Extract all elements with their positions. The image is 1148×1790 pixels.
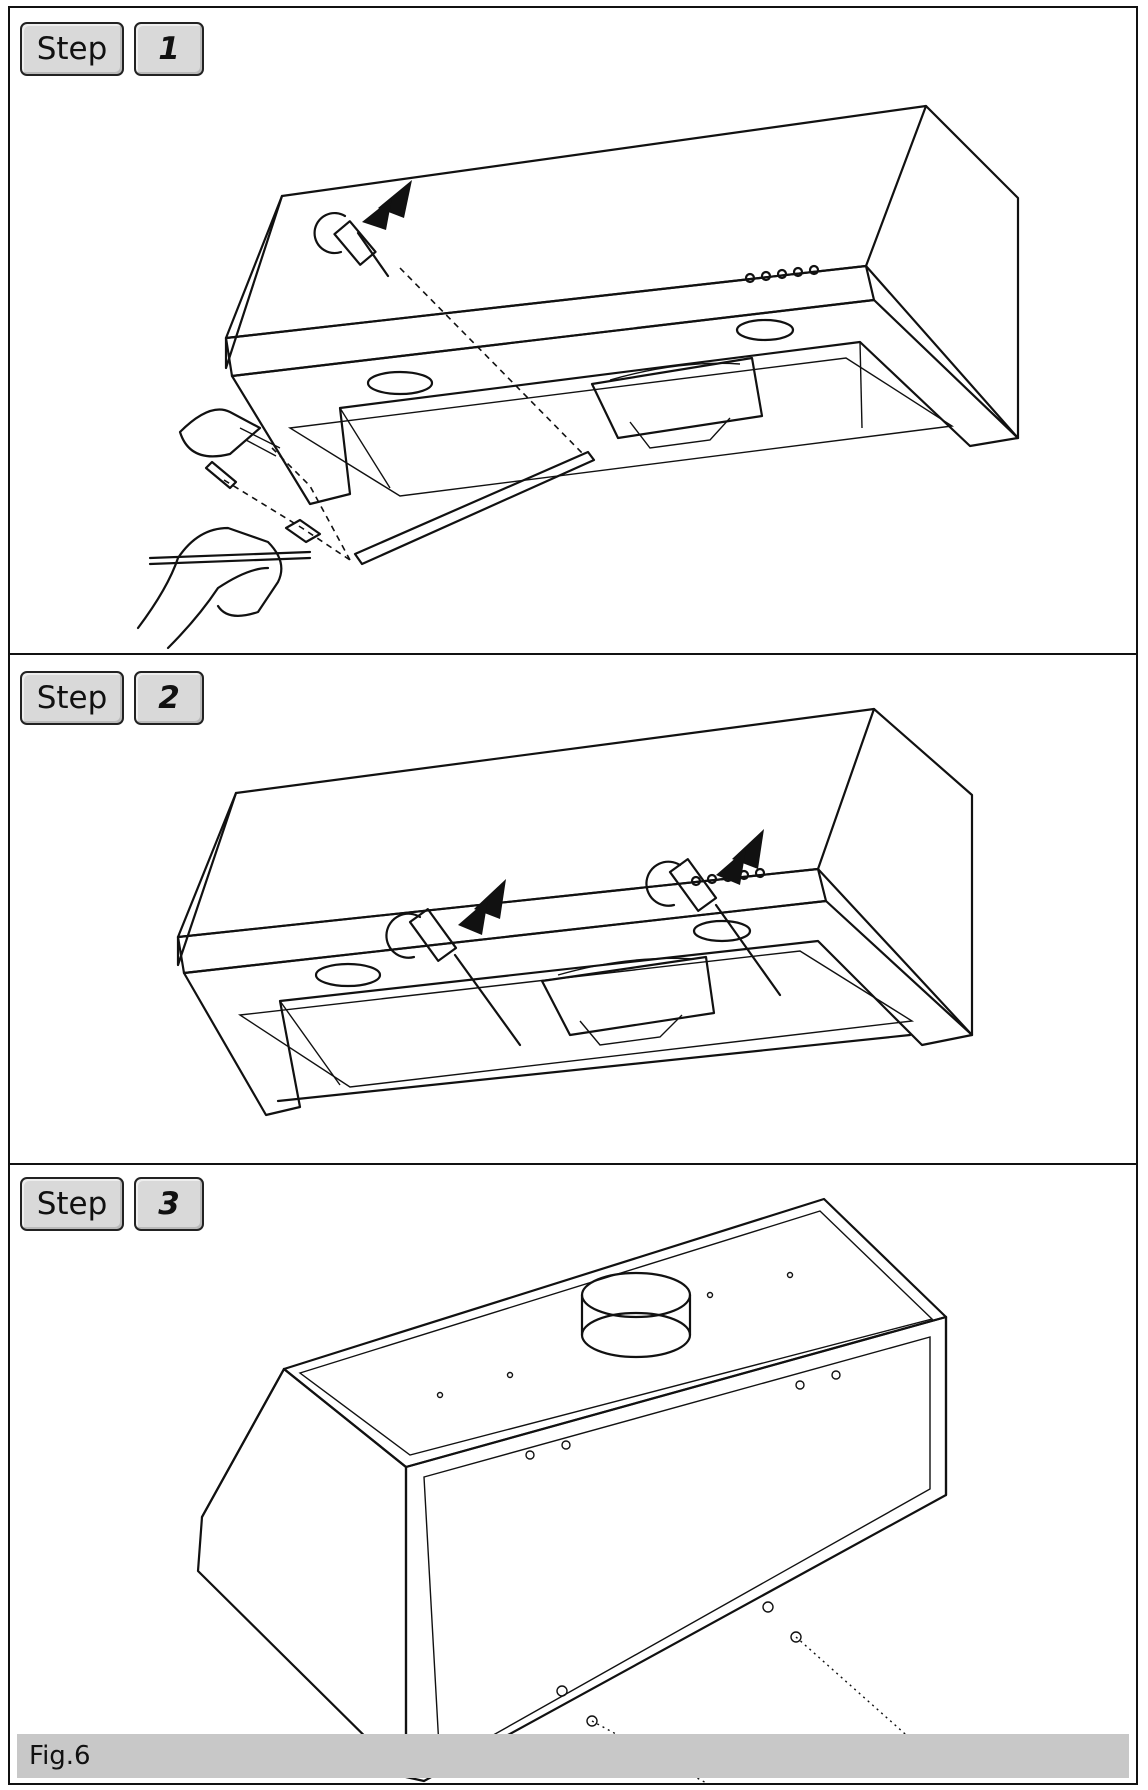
step-divider-1 [10,653,1136,655]
step-2-panel: Step 2 [10,655,1136,1165]
step-1-number: 1 [134,22,204,76]
step-1-illustration [136,104,1020,650]
instruction-frame: Step 1 [8,6,1138,1785]
step-3-label: Step [20,1177,124,1231]
step-3-panel: Step 3 [10,1165,1136,1785]
figure-caption: Fig.6 [17,1734,1129,1778]
step-1-panel: Step 1 [10,8,1136,655]
step-1-label: Step [20,22,124,76]
step-2-label: Step [20,671,124,725]
step-2-illustration [176,707,974,1117]
step-divider-2 [10,1163,1136,1165]
step-3-illustration [196,1197,948,1785]
step-2-number: 2 [134,671,204,725]
step-3-number: 3 [134,1177,204,1231]
